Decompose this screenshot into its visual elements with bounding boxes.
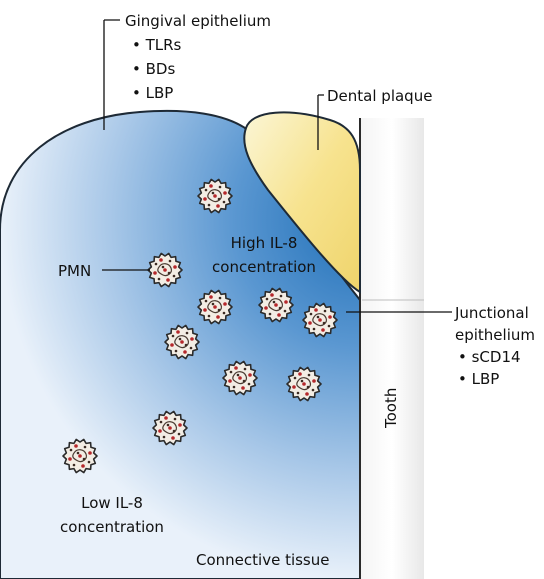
high-il8-label: High IL-8 (231, 234, 298, 252)
high-il8-label: concentration (212, 258, 316, 276)
tooth (360, 118, 424, 579)
low-il8-label: Low IL-8 (81, 494, 143, 512)
low-il8-label: concentration (60, 518, 164, 536)
junctional-title: epithelium (455, 326, 535, 344)
connective-tissue-label: Connective tissue (196, 551, 329, 569)
gingival-item: • TLRs (132, 36, 182, 54)
gingival-title: Gingival epithelium (125, 12, 271, 30)
dental-plaque-label: Dental plaque (327, 87, 432, 105)
junctional-title: Junctional (454, 304, 529, 322)
gingival-leader (104, 20, 120, 130)
gingival-item: • BDs (132, 60, 175, 78)
junctional-item: • sCD14 (458, 348, 521, 366)
pmn-label: PMN (58, 262, 91, 280)
junctional-item: • LBP (458, 370, 499, 388)
gingival-item: • LBP (132, 84, 173, 102)
tooth-label: Tooth (382, 388, 400, 429)
